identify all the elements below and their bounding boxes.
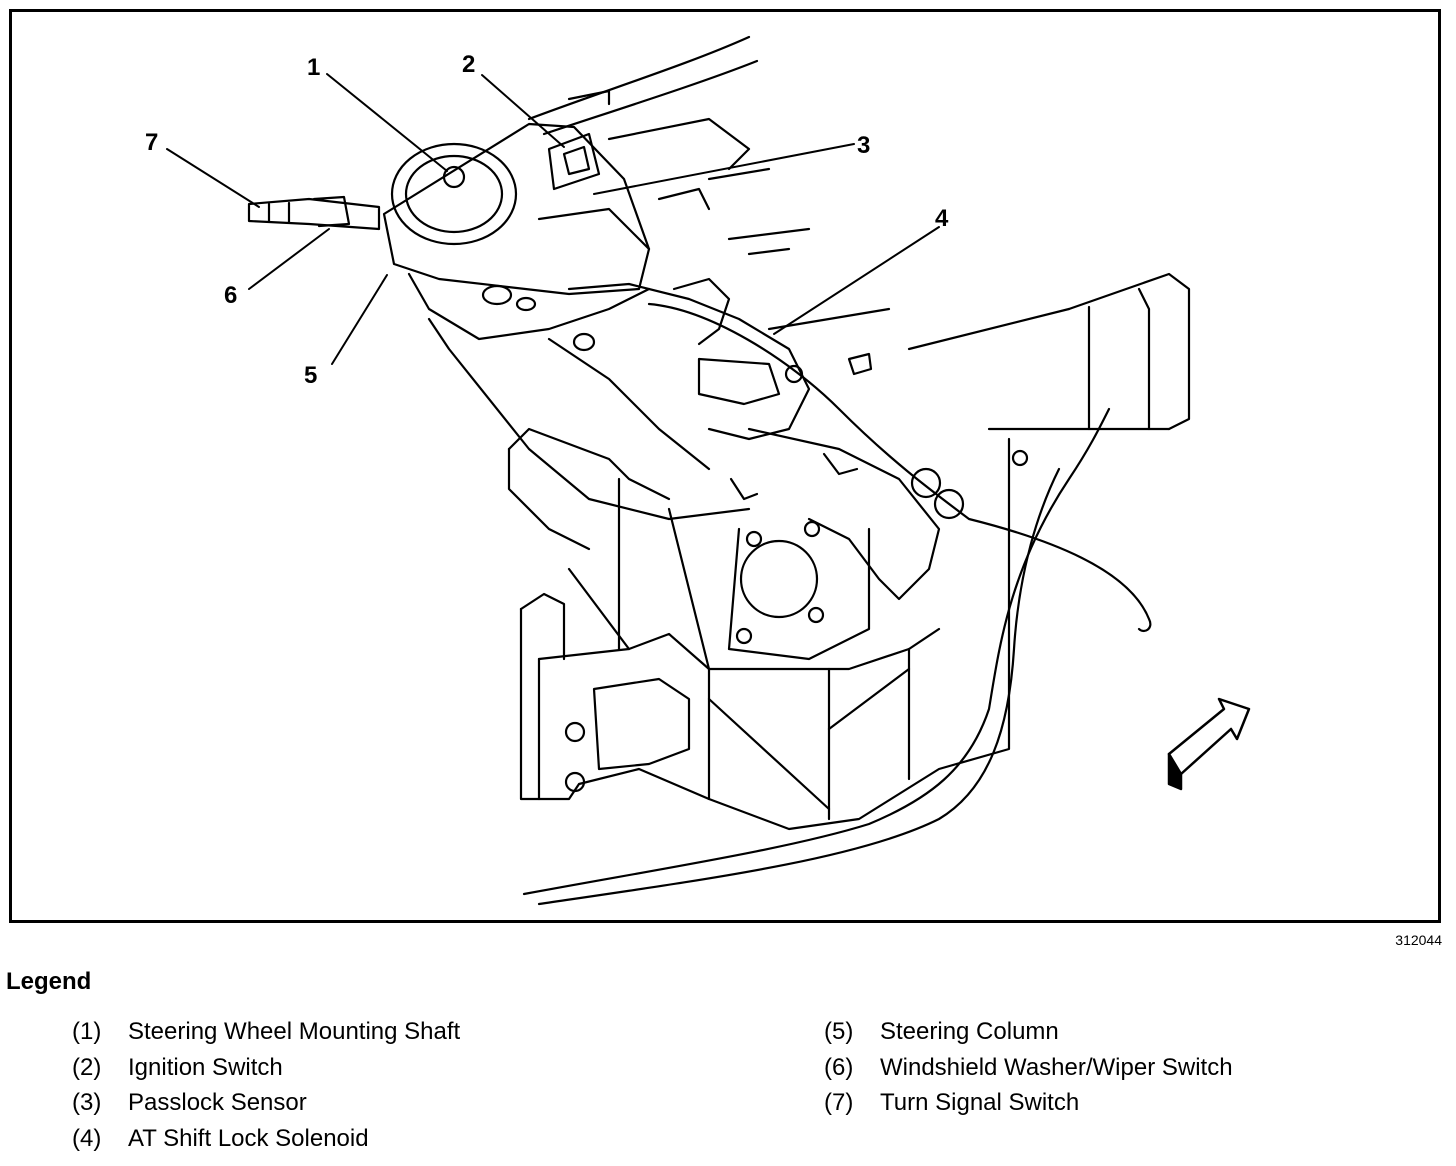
legend-item: (1) Steering Wheel Mounting Shaft (72, 1018, 460, 1054)
legend-item-label: Steering Column (880, 1018, 1059, 1045)
support-bracket (507, 427, 1011, 831)
legend-column-left: (1) Steering Wheel Mounting Shaft (2) Ig… (72, 1018, 460, 1160)
legend-item-number: (6) (824, 1053, 854, 1081)
callout-leaders (166, 73, 940, 365)
column-head (382, 122, 651, 296)
legend-item-number: (3) (72, 1089, 102, 1116)
legend-item: (6) Windshield Washer/Wiper Switch (824, 1054, 1233, 1090)
legend-item: (5) Steering Column (824, 1018, 1233, 1054)
legend-item-label: Windshield Washer/Wiper Switch (880, 1053, 1233, 1081)
callout-2: 2 (462, 51, 475, 78)
legend-item: (7) Turn Signal Switch (824, 1089, 1233, 1125)
column-body (407, 272, 941, 601)
figure-frame (9, 9, 1441, 923)
legend-item: (2) Ignition Switch (72, 1054, 460, 1090)
legend-item: (3) Passlock Sensor (72, 1089, 460, 1125)
legend-item-label: Ignition Switch (128, 1053, 283, 1081)
callout-1: 1 (307, 54, 320, 81)
callout-5: 5 (304, 362, 317, 389)
legend-item-label: AT Shift Lock Solenoid (128, 1124, 369, 1152)
legend-item-label: Steering Wheel Mounting Shaft (128, 1018, 461, 1045)
legend-column-right: (5) Steering Column (6) Windshield Washe… (824, 1018, 1233, 1125)
steering-column-illustration: 1 2 3 4 5 6 7 (145, 35, 1251, 906)
legend-title: Legend (6, 968, 92, 995)
body-panel-curves (522, 407, 1111, 906)
legend-item-number: (4) (72, 1124, 102, 1152)
legend-item-label: Passlock Sensor (128, 1089, 307, 1116)
legend-item-label: Turn Signal Switch (880, 1089, 1080, 1116)
mounting-studs (729, 452, 859, 501)
figure-id: 312044 (1395, 932, 1442, 948)
callout-labels: 1 2 3 4 5 6 7 (145, 51, 949, 389)
dashboard-outline (527, 35, 1191, 467)
callout-4: 4 (935, 205, 949, 232)
callout-6: 6 (224, 282, 237, 309)
legend-item: (4) AT Shift Lock Solenoid (72, 1125, 460, 1161)
callout-3: 3 (857, 132, 870, 159)
callout-7: 7 (145, 129, 158, 156)
legend-item-number: (5) (824, 1018, 854, 1045)
legend-item-number: (7) (824, 1089, 854, 1116)
legend-item-number: (2) (72, 1053, 102, 1081)
shift-lock-cable (647, 302, 1152, 633)
legend-item-number: (1) (72, 1018, 102, 1045)
turn-signal-lever (247, 195, 381, 231)
view-direction-arrow (1167, 697, 1251, 791)
